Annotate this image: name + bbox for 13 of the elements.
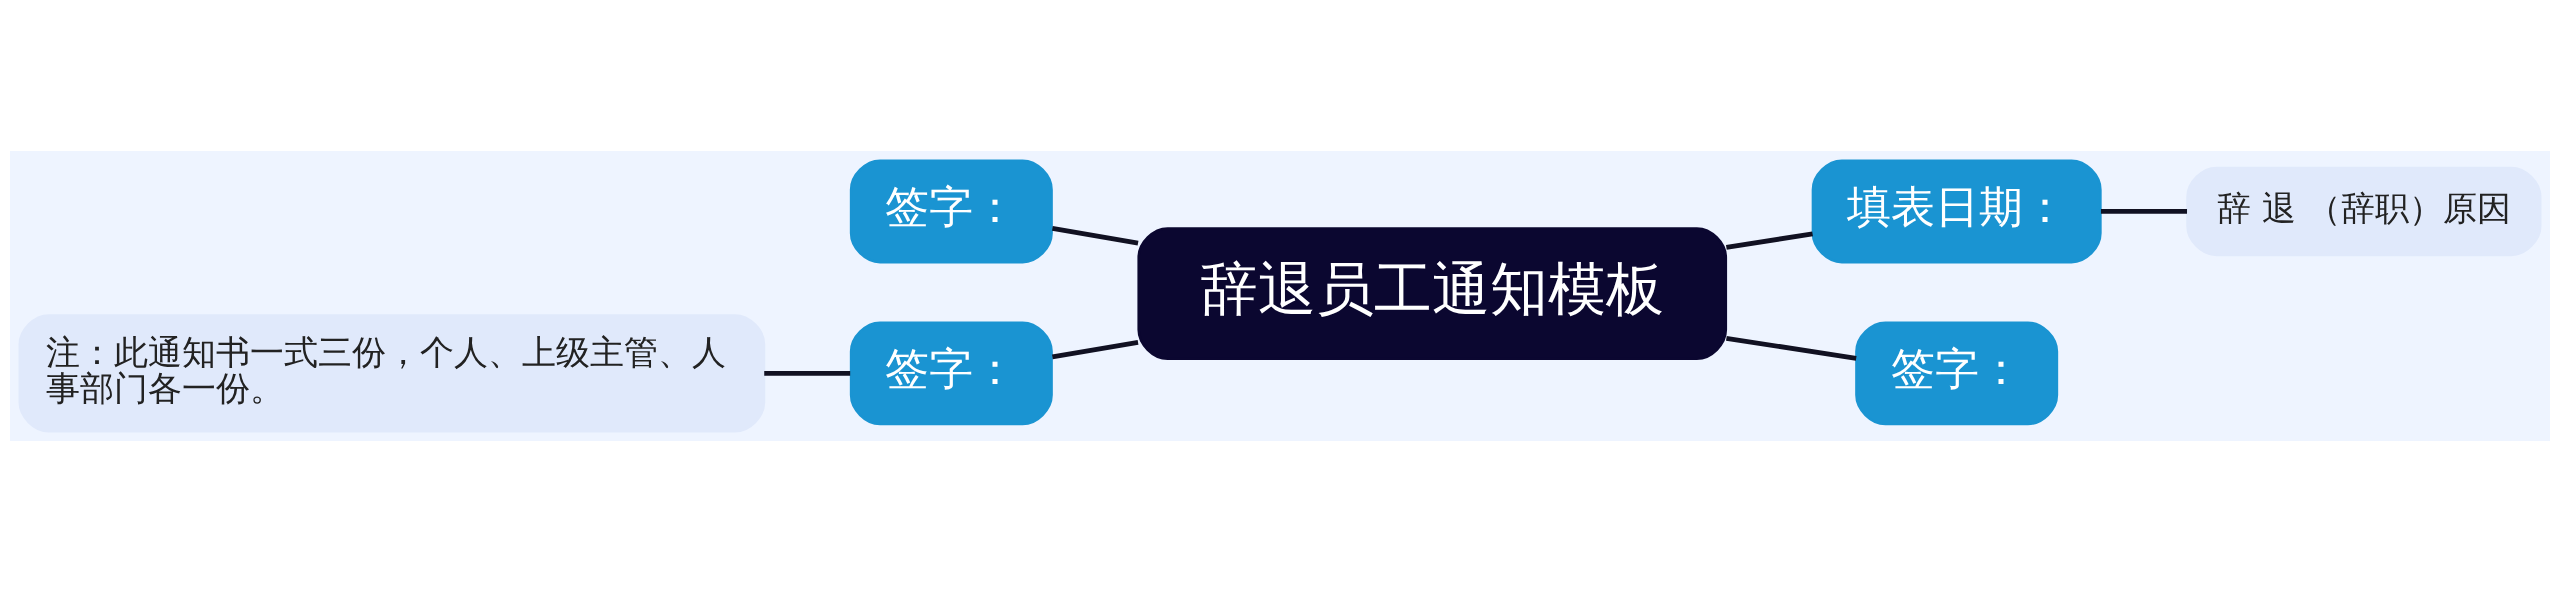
connector (1052, 339, 1139, 359)
connector (1726, 335, 1857, 361)
connector (1726, 230, 1813, 250)
node-box: 签字： (849, 158, 1053, 263)
node-box: 辞 退 （辞职）原因 (2186, 166, 2542, 256)
connector (2100, 208, 2187, 214)
node-box: 签字： (849, 320, 1053, 425)
node-box: 注：此通知书一式三份，个人、上级主管、人事部门各一份。 (18, 313, 766, 433)
node-box: 填表日期： (1811, 158, 2102, 263)
connector (764, 370, 851, 376)
node-box: 辞退员工通知模板 (1137, 226, 1728, 360)
connector (1052, 225, 1139, 246)
node-box: 签字： (1855, 320, 2059, 425)
